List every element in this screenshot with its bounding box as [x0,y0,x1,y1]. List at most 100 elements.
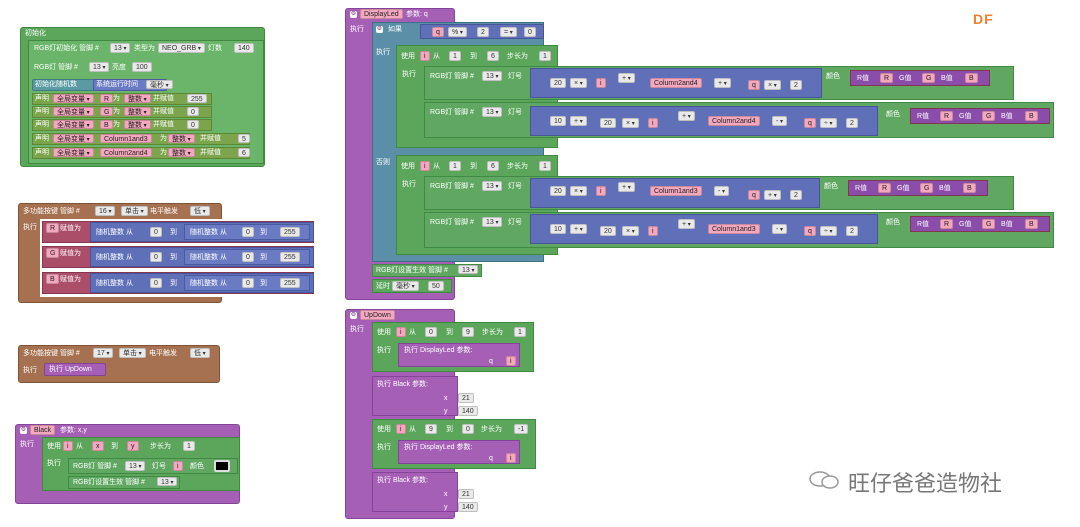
declare-type[interactable]: 整数 [168,148,195,157]
expr-q[interactable]: q [748,190,760,200]
cond-two[interactable]: 2 [477,27,489,37]
loop-var[interactable]: i [420,161,430,171]
loop-step-value[interactable]: 1 [514,327,526,337]
assign-g-var[interactable]: G [46,248,60,258]
loop-var[interactable]: i [420,51,430,61]
declare-type[interactable]: 整数 [124,94,151,103]
system-time-unit[interactable]: 毫秒 [146,80,173,89]
gear-icon[interactable]: ⚙ [350,11,357,18]
button16-level[interactable]: 低 [190,206,210,216]
cond-eq[interactable]: = [500,27,517,37]
expr-plus[interactable]: + [618,182,635,192]
rand-min[interactable]: 0 [150,252,162,262]
rand-min[interactable]: 0 [242,227,254,237]
assign-b-var[interactable]: B [46,274,59,284]
rgb-set-pin[interactable]: 13 [125,461,146,471]
expr-plus[interactable]: + [618,73,635,83]
expr-div[interactable]: ÷ [820,226,837,236]
black-apply[interactable] [68,476,180,489]
expr-plus[interactable]: + [764,190,781,200]
r-value[interactable]: R [880,73,894,83]
loop-from-value[interactable]: 1 [449,51,461,61]
call-black-1[interactable] [372,376,458,416]
expr-two[interactable]: 2 [846,118,858,128]
b-value[interactable]: B [965,73,978,83]
loop-from-value[interactable]: 9 [425,424,437,434]
expr-plus[interactable]: + [714,78,731,88]
declare-scope[interactable]: 全局变量 [53,148,94,157]
expr-plus[interactable]: + [570,224,587,234]
delay-unit[interactable]: 毫秒 [392,281,419,291]
expr-times[interactable]: × [764,80,781,90]
g-value[interactable]: G [982,219,996,229]
expr-20[interactable]: 20 [600,226,616,236]
b-value[interactable]: B [963,183,976,193]
declare-value-g[interactable]: 0 [187,107,199,116]
expr-div[interactable]: ÷ [820,118,837,128]
button17-level[interactable]: 低 [190,348,210,358]
call-displayled-2[interactable] [398,440,520,464]
gear-icon[interactable]: ⚙ [20,427,27,434]
declare-type[interactable]: 整数 [168,134,195,143]
rgb-set-pin[interactable]: 13 [482,181,503,191]
rand-max[interactable]: 255 [280,278,300,288]
color-swatch-black[interactable] [214,460,230,472]
b-value[interactable]: B [1025,111,1038,121]
declare-value-r[interactable]: 255 [187,94,207,103]
declare-value-col24[interactable]: 6 [238,148,250,157]
param-x-value[interactable]: 21 [458,393,474,403]
cond-mod[interactable]: % [448,27,467,37]
param-y-value[interactable]: 140 [458,406,478,416]
cond-zero[interactable]: 0 [524,27,536,37]
rgb-brightness-pin[interactable]: 13 [89,62,110,72]
loop-to-y[interactable]: y [127,441,139,451]
button17-mode[interactable]: 单击 [119,348,146,358]
g-value[interactable]: G [982,111,996,121]
declare-scope[interactable]: 全局变量 [53,120,94,129]
expr-i[interactable]: i [596,78,606,88]
expr-plus[interactable]: + [678,111,695,121]
expr-i[interactable]: i [648,226,658,236]
loop-step-value[interactable]: 1 [539,161,551,171]
button16-pin[interactable]: 16 [95,206,116,216]
r-value[interactable]: R [940,219,954,229]
expr-plus[interactable]: + [678,219,695,229]
expr-20[interactable]: 20 [600,118,616,128]
expr-times[interactable]: × [622,118,639,128]
rand-min[interactable]: 0 [242,252,254,262]
gear-icon[interactable]: ⚙ [376,26,383,33]
expr-times[interactable]: × [570,186,587,196]
expr-20[interactable]: 20 [550,78,566,88]
loop-var[interactable]: i [63,441,73,451]
button16-mode[interactable]: 单击 [121,206,148,216]
expr-q[interactable]: q [804,118,816,128]
loop-from-x[interactable]: x [92,441,104,451]
param-y-value[interactable]: 140 [458,502,478,512]
loop-to-value[interactable]: 0 [462,424,474,434]
r-value[interactable]: R [940,111,954,121]
rgb-init-count[interactable]: 140 [234,43,254,53]
param-x-value[interactable]: 21 [458,489,474,499]
declare-value-col13[interactable]: 5 [238,134,250,143]
apply-pin[interactable]: 13 [458,265,479,274]
button17-pin[interactable]: 17 [93,348,114,358]
loop-to-value[interactable]: 6 [487,51,499,61]
expr-i[interactable]: i [648,118,658,128]
expr-10[interactable]: 10 [550,116,566,126]
expr-plus[interactable]: + [570,116,587,126]
expr-two[interactable]: 2 [790,190,802,200]
expr-minus[interactable]: - [714,186,730,196]
loop-var[interactable]: i [396,327,406,337]
loop-from-value[interactable]: 1 [449,161,461,171]
param-q-value[interactable]: i [506,356,516,366]
rgb-init-type[interactable]: NEO_GRB [158,43,205,53]
param-q-value[interactable]: i [506,453,516,463]
b-value[interactable]: B [1025,219,1038,229]
expr-col24[interactable]: Column2and4 [708,116,760,126]
expr-col13[interactable]: Column1and3 [650,186,702,196]
rgb-set-pin[interactable]: 13 [482,217,503,227]
expr-times[interactable]: × [570,78,587,88]
loop-to-value[interactable]: 9 [462,327,474,337]
declare-var-col24[interactable]: Column2and4 [100,148,152,157]
delay-value[interactable]: 50 [428,281,444,291]
